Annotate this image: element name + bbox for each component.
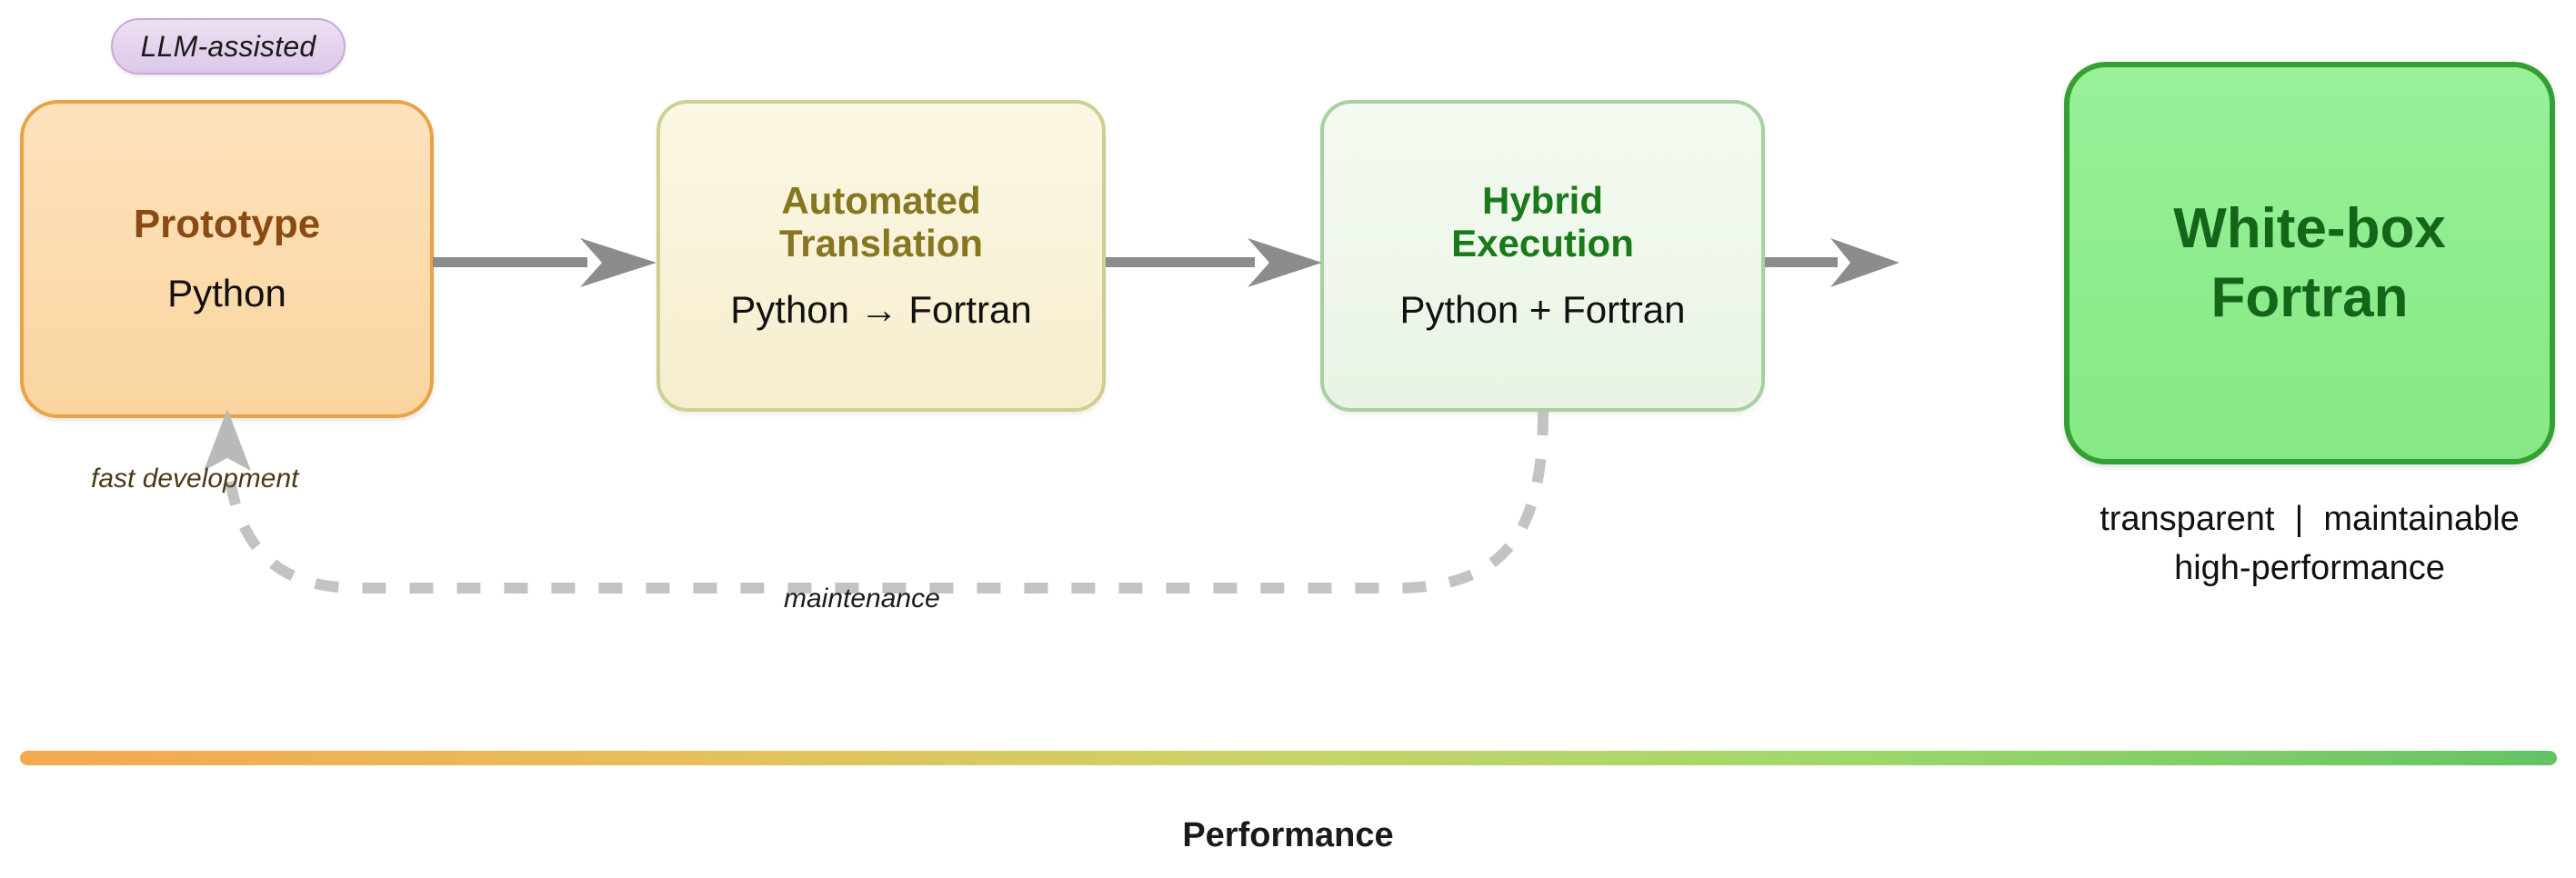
arrow-prototype-to-translation <box>433 238 657 287</box>
stage-subtitle-prototype: Python <box>167 272 286 315</box>
result-attributes-row-2: high-performance <box>2010 544 2576 594</box>
stage-box-translation: Automated Translation Python → Fortran <box>657 100 1106 412</box>
result-attribute-separator: | <box>2294 500 2304 538</box>
stage-title-hybrid: Hybrid Execution <box>1451 179 1634 265</box>
result-attributes: transparent | maintainable high-performanc… <box>2010 495 2576 594</box>
edge-label-maintenance: maintenance <box>784 584 940 614</box>
stage-subtitle-translation: Python → Fortran <box>730 288 1032 332</box>
result-title: White-box Fortran <box>2173 196 2446 329</box>
feedback-edge-maintenance <box>204 409 1549 594</box>
llm-assisted-badge: LLM-assisted <box>111 18 346 75</box>
result-attribute-high-performance: high-performance <box>2174 548 2445 587</box>
edge-label-fast-development: fast development <box>91 464 299 494</box>
arrow-hybrid-to-result <box>1765 238 1899 287</box>
performance-axis-label: Performance <box>1182 816 1394 854</box>
performance-gradient-bar <box>20 751 2557 765</box>
result-attributes-row-1: transparent | maintainable <box>2010 495 2576 544</box>
stage-box-hybrid: Hybrid Execution Python + Fortran <box>1320 100 1765 412</box>
stage-title-prototype: Prototype <box>133 202 321 247</box>
stage-subtitle-hybrid: Python + Fortran <box>1399 288 1686 332</box>
result-attribute-transparent: transparent <box>2100 500 2275 538</box>
stage-box-prototype: Prototype Python <box>20 100 434 418</box>
stage-title-translation: Automated Translation <box>778 179 984 265</box>
result-box-white-box-fortran: White-box Fortran <box>2064 62 2555 464</box>
result-attribute-maintainable: maintainable <box>2323 500 2520 538</box>
arrow-translation-to-hybrid <box>1106 238 1322 287</box>
llm-assisted-badge-label: LLM-assisted <box>140 29 316 63</box>
